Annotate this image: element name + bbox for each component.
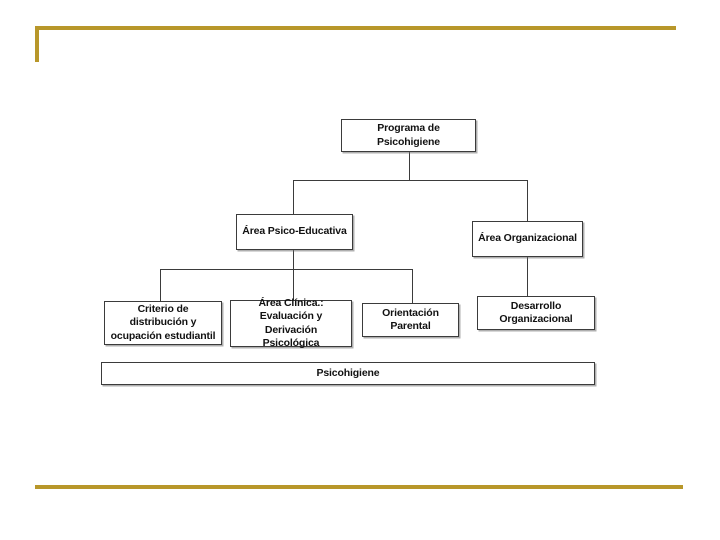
bottom-accent-rule — [35, 485, 683, 489]
connector-level1-bus — [293, 180, 528, 182]
top-accent-rule — [35, 26, 676, 30]
left-accent-rule — [35, 26, 39, 62]
connector-to-orientacion-parental — [412, 269, 414, 303]
node-programa-de-psicohigiene[interactable]: Programa de Psicohigiene — [341, 119, 476, 152]
node-label: Programa de Psicohigiene — [377, 122, 440, 148]
connector-to-psico-educativa — [293, 180, 295, 214]
node-area-clinica[interactable]: Área Clínica.: Evaluación y Derivación P… — [230, 297, 352, 349]
node-desarrollo-organizacional[interactable]: Desarrollo Organizacional — [477, 296, 595, 330]
node-area-organizacional[interactable]: Área Organizacional — [472, 221, 583, 257]
connector-to-criterio — [160, 269, 162, 301]
node-psicohigiene-footer[interactable]: Psicohigiene — [101, 362, 595, 385]
connector-root-stem — [409, 151, 411, 181]
node-label: Área Clínica.: Evaluación y Derivación P… — [258, 296, 324, 349]
connector-level2-bus — [160, 269, 413, 271]
node-label: Área Organizacional — [478, 232, 577, 245]
node-orientacion-parental[interactable]: Orientación Parental — [362, 303, 459, 337]
node-area-psico-educativa[interactable]: Área Psico-Educativa — [236, 214, 353, 250]
connector-psico-educativa-stem — [293, 249, 295, 270]
node-label: Psicohigiene — [316, 366, 380, 379]
node-label: Orientación Parental — [382, 306, 439, 332]
connector-to-area-clinica — [293, 269, 295, 301]
node-criterio-de-distribucion[interactable]: Criterio de distribución y ocupación est… — [104, 301, 222, 345]
node-label: Área Psico-Educativa — [242, 225, 347, 238]
connector-to-organizacional — [527, 180, 529, 221]
node-label: Criterio de distribución y ocupación est… — [110, 302, 216, 342]
connector-to-desarrollo-organizacional — [527, 256, 529, 296]
node-label: Desarrollo Organizacional — [499, 299, 573, 325]
